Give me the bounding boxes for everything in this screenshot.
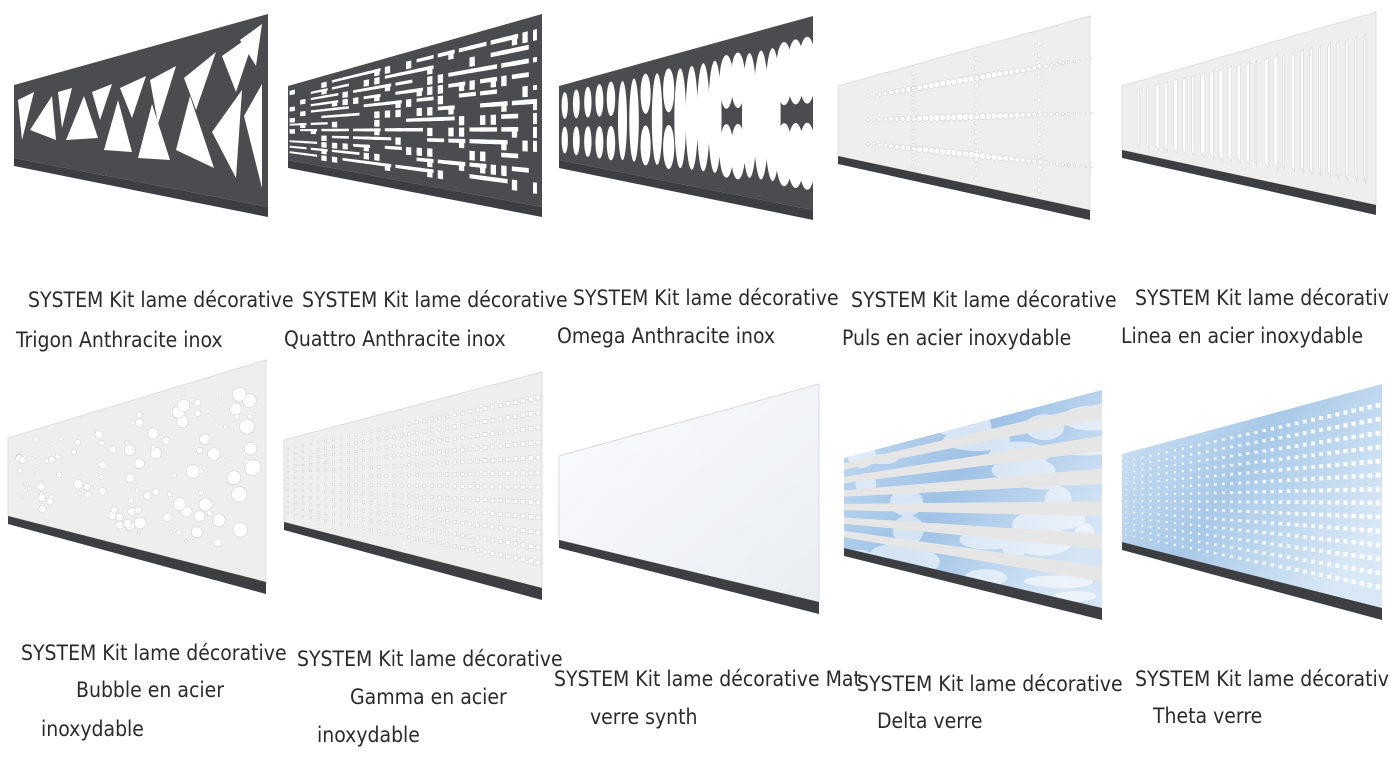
caption-title: SYSTEM Kit lame décorative [851,288,1117,312]
trigon-panel-image [14,14,268,217]
caption-title: SYSTEM Kit lame décorative [302,288,568,312]
panel-quattro[interactable] [280,0,560,230]
panel-mat[interactable] [555,350,835,630]
caption-name: Omega Anthracite inox [557,324,776,348]
caption-name: Delta verre [877,709,983,733]
caption-name-cont: inoxydable [317,723,420,747]
caption-name: Bubble en acier [76,678,225,702]
caption-title: SYSTEM Kit lame décorative [573,286,839,310]
panel-delta[interactable] [840,350,1120,630]
panel-puls[interactable] [832,0,1112,230]
panel-gamma[interactable] [280,350,560,610]
caption-title: SYSTEM Kit lame décorative [857,672,1123,696]
panel-trigon[interactable] [0,0,280,230]
bubble-panel-image [7,359,267,594]
delta-panel-image [844,390,1102,620]
panel-linea[interactable] [1110,0,1390,230]
caption-name: Linea en acier inoxydable [1121,324,1364,348]
caption-name: Quattro Anthracite inox [284,327,506,351]
caption-title: SYSTEM Kit lame décorative [1135,286,1390,310]
caption-name: Gamma en acier [350,685,507,709]
caption-title: SYSTEM Kit lame décorative [297,647,563,671]
panel-omega[interactable] [555,0,835,230]
mat-panel-image [558,383,820,614]
gamma-panel-image [283,371,543,600]
puls-panel-image [837,15,1093,220]
omega-panel-image [559,16,813,220]
theta-panel-image [1122,384,1382,620]
caption-name: Trigon Anthracite inox [16,328,223,352]
quattro-panel-image [288,14,542,217]
caption-name: verre synth [590,705,698,729]
caption-name: Theta verre [1153,704,1263,728]
linea-panel-image [1121,11,1377,215]
caption-title: SYSTEM Kit lame décorative Mat [554,667,861,691]
caption-title: SYSTEM Kit lame décorative [21,641,287,665]
panel-theta[interactable] [1118,350,1390,630]
panel-bubble[interactable] [0,350,280,610]
caption-name-cont: inoxydable [41,717,144,741]
caption-title: SYSTEM Kit lame décorative [28,288,294,312]
caption-name: Puls en acier inoxydable [842,326,1072,350]
caption-title: SYSTEM Kit lame décorative [1135,667,1390,691]
